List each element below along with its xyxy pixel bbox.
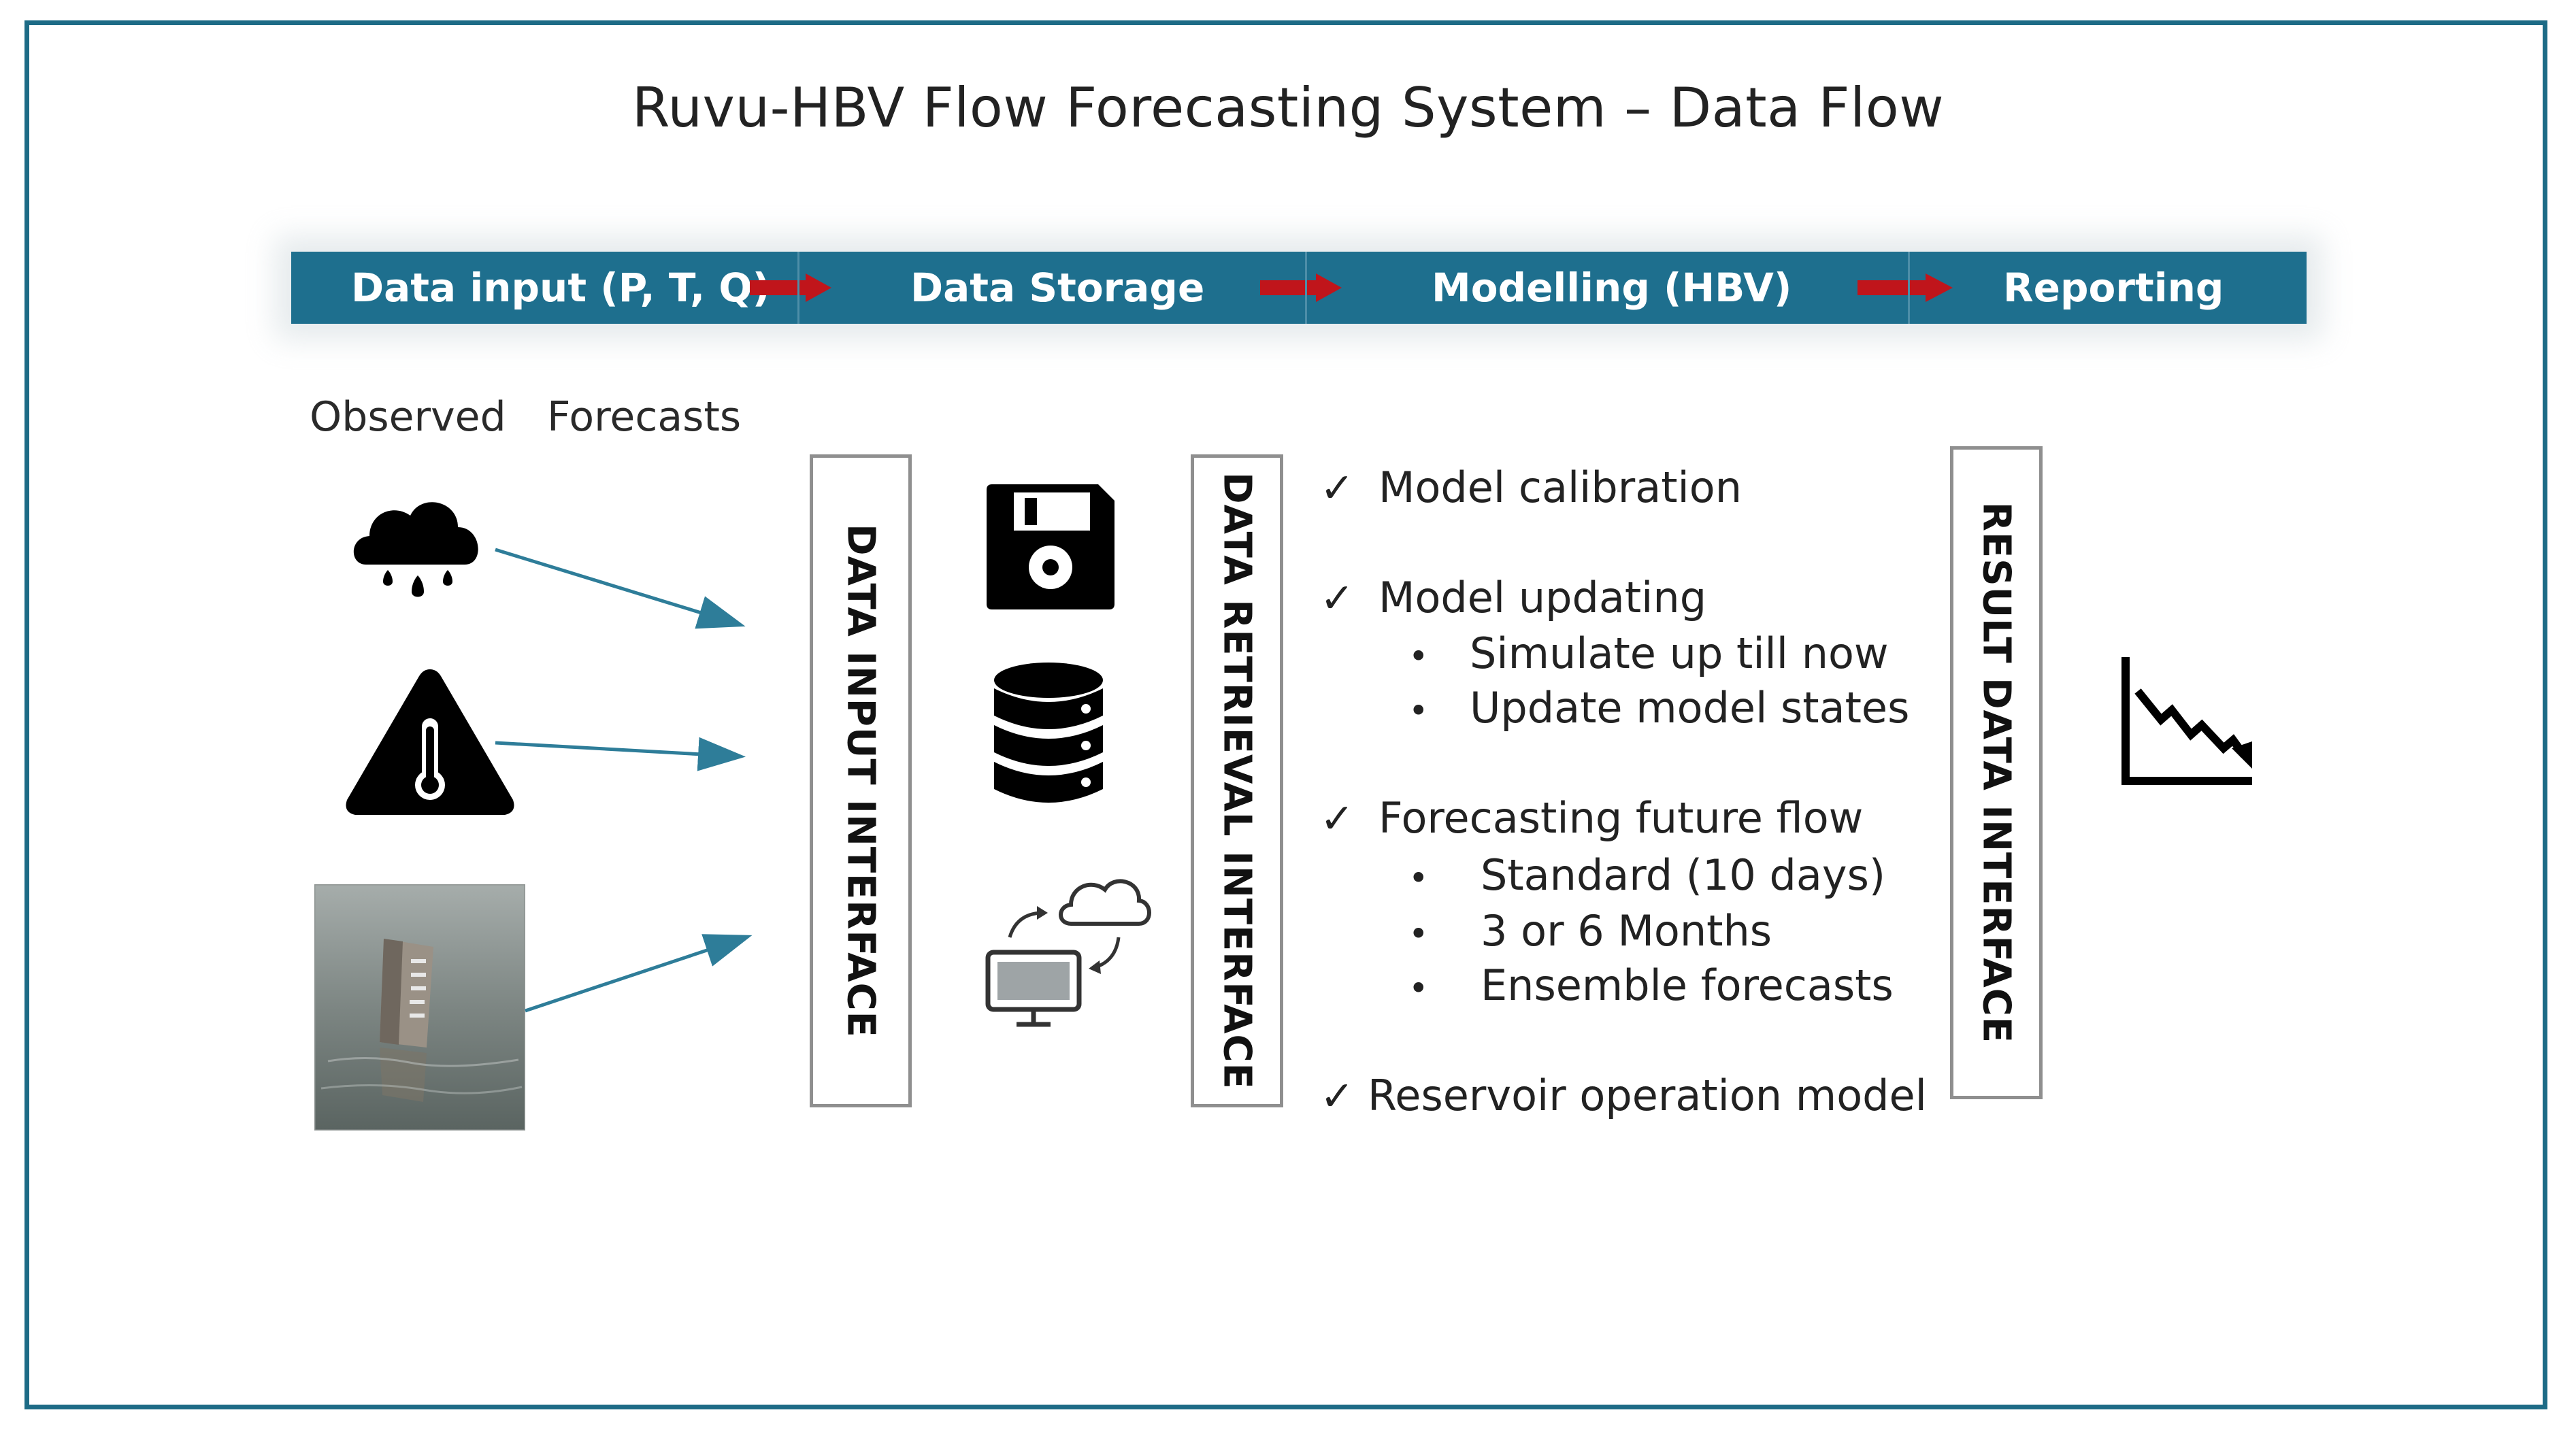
modelling-item-label: Model updating bbox=[1378, 573, 1707, 622]
modelling-subitem: • Simulate up till now bbox=[1408, 629, 1889, 678]
modelling-subitem-label: Ensemble forecasts bbox=[1481, 960, 1894, 1010]
bullet-icon: • bbox=[1408, 969, 1429, 1008]
checkmark-icon: ✓ bbox=[1320, 795, 1355, 843]
modelling-subitem-label: Simulate up till now bbox=[1470, 629, 1889, 678]
stage-divider bbox=[1908, 252, 1910, 324]
floppy-disk-icon bbox=[987, 484, 1114, 609]
observed-label: Observed bbox=[310, 393, 506, 441]
stage-arrow-icon bbox=[1857, 273, 1953, 302]
result-data-interface-label: RESULT DATA INTERFACE bbox=[1974, 501, 2019, 1044]
database-icon bbox=[994, 663, 1103, 803]
modelling-subitem: • Standard (10 days) bbox=[1408, 850, 1885, 900]
river-gauge-photo bbox=[314, 884, 525, 1131]
checkmark-icon: ✓ bbox=[1320, 575, 1355, 622]
declining-chart-icon bbox=[2121, 657, 2252, 785]
thermometer-warning-icon bbox=[346, 669, 514, 815]
modelling-item: ✓ Forecasting future flow bbox=[1320, 793, 1863, 843]
modelling-item-label: Forecasting future flow bbox=[1378, 793, 1864, 843]
modelling-item-label: Reservoir operation model bbox=[1368, 1071, 1927, 1120]
bullet-icon: • bbox=[1408, 914, 1429, 954]
data-retrieval-interface: DATA RETRIEVAL INTERFACE bbox=[1191, 454, 1283, 1107]
stage-data-storage: Data Storage bbox=[910, 265, 1205, 311]
temperature-connector bbox=[495, 737, 746, 771]
modelling-subitem-label: 3 or 6 Months bbox=[1481, 906, 1772, 956]
modelling-item: ✓ Model calibration bbox=[1320, 463, 1742, 512]
modelling-item-label: Model calibration bbox=[1378, 463, 1742, 512]
modelling-subitem-label: Update model states bbox=[1470, 683, 1910, 733]
result-data-interface: RESULT DATA INTERFACE bbox=[1950, 446, 2043, 1099]
forecasts-label: Forecasts bbox=[547, 393, 742, 441]
rain-cloud-icon bbox=[353, 502, 478, 597]
discharge-connector bbox=[525, 934, 753, 1013]
stage-banner: Data input (P, T, Q) Data Storage Modell… bbox=[291, 252, 2307, 324]
modelling-subitem: • Ensemble forecasts bbox=[1408, 960, 1894, 1010]
rain-connector bbox=[495, 548, 746, 629]
checkmark-icon: ✓ bbox=[1320, 1073, 1355, 1120]
data-input-interface-label: DATA INPUT INTERFACE bbox=[838, 524, 883, 1038]
bullet-icon: • bbox=[1408, 637, 1429, 676]
modelling-subitem-label: Standard (10 days) bbox=[1481, 850, 1886, 900]
bullet-icon: • bbox=[1408, 691, 1429, 731]
stage-divider bbox=[1305, 252, 1307, 324]
stage-modelling: Modelling (HBV) bbox=[1432, 265, 1792, 311]
modelling-item: ✓ Model updating bbox=[1320, 573, 1706, 622]
diagram-title: Ruvu-HBV Flow Forecasting System – Data … bbox=[631, 76, 1945, 139]
modelling-subitem: • 3 or 6 Months bbox=[1408, 906, 1772, 956]
data-retrieval-interface-label: DATA RETRIEVAL INTERFACE bbox=[1215, 472, 1259, 1090]
stage-reporting: Reporting bbox=[2003, 265, 2224, 311]
bullet-icon: • bbox=[1408, 858, 1429, 898]
stage-arrow-icon bbox=[750, 273, 831, 302]
stage-data-input: Data input (P, T, Q) bbox=[351, 265, 771, 311]
stage-divider bbox=[797, 252, 799, 324]
data-input-interface: DATA INPUT INTERFACE bbox=[810, 454, 912, 1107]
modelling-subitem: • Update model states bbox=[1408, 683, 1909, 733]
modelling-item: ✓ Reservoir operation model bbox=[1320, 1071, 1927, 1120]
stage-arrow-icon bbox=[1260, 273, 1342, 302]
cloud-sync-computer-icon bbox=[985, 879, 1151, 1027]
checkmark-icon: ✓ bbox=[1320, 465, 1355, 512]
